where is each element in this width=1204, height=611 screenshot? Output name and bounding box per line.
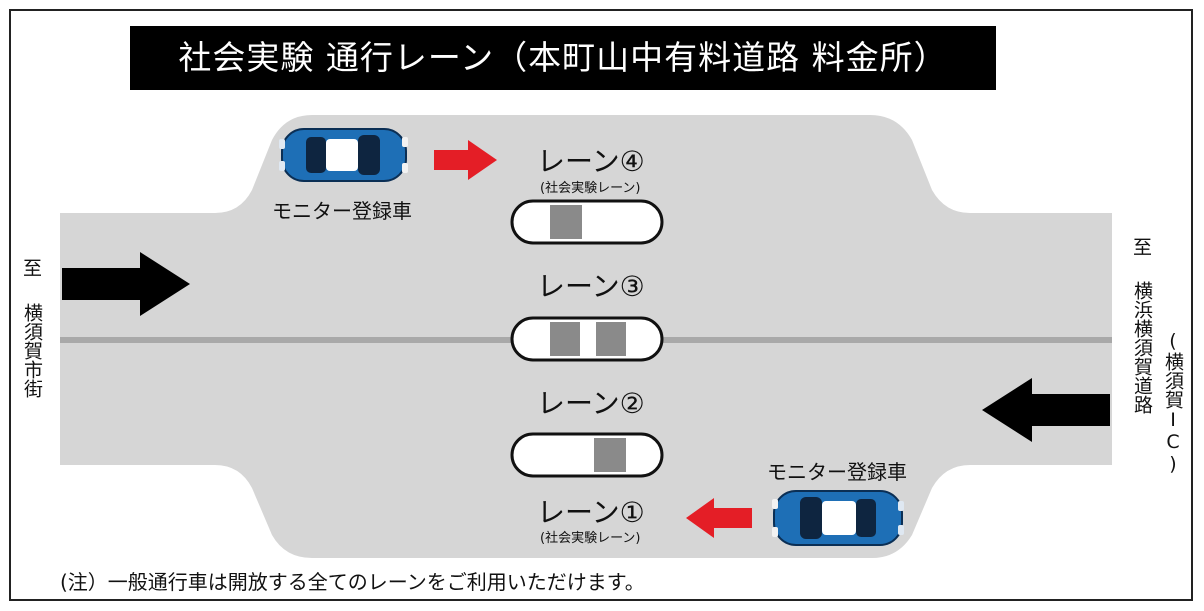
lane-4-label: レーン④ [537,145,645,178]
right-destination-to: 至 [1130,237,1152,256]
blue-car-icon-top [279,128,408,182]
lane-2-label: レーン② [537,387,645,420]
black-arrow-left [982,378,1110,442]
diagram-title: 社会実験 通行レーン（本町山中有料道路 料金所） [130,26,996,90]
lane-1-label: レーン① [537,496,645,529]
right-destination-paren: (横須賀IC) [1162,330,1184,475]
booth-lane-3 [510,316,664,362]
red-arrow-left [686,498,752,538]
lane-3-label: レーン③ [537,270,645,303]
black-arrow-right [62,252,190,316]
blue-car-icon-bottom [772,490,904,546]
booth-lane-2 [510,432,664,478]
red-arrow-right [434,140,497,180]
left-destination-to: 至 [20,258,42,277]
lane-4-sub: (社会実験レーン) [540,181,641,196]
booth-lane-4 [510,199,664,245]
monitor-car-label-top: モニター登録車 [272,199,412,223]
right-destination-place: 横浜横須賀道路 [1130,281,1153,414]
left-destination-place: 横須賀市街 [20,303,43,398]
lane-1-sub: (社会実験レーン) [540,531,641,546]
footnote: (注）一般通行車は開放する全てのレーンをご利用いただけます。 [60,570,645,594]
monitor-car-label-bottom: モニター登録車 [767,460,907,484]
